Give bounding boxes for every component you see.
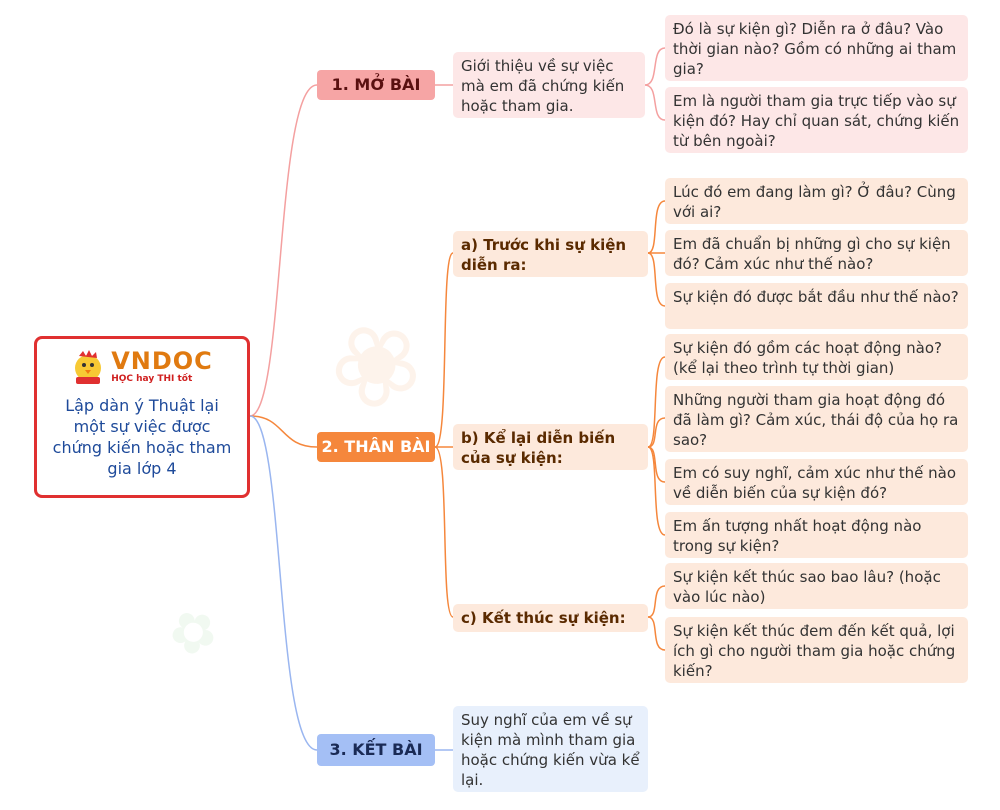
dien-bien-detail-4: Em ấn tượng nhất hoạt động nào trong sự …	[665, 512, 968, 558]
section-mo-bai: 1. MỞ BÀI	[317, 70, 435, 100]
mo-bai-detail-2: Em là người tham gia trực tiếp vào sự ki…	[665, 87, 968, 153]
vndoc-logo: VNDOC HỌC hay THI tốt	[37, 347, 247, 387]
ket-bai-intro: Suy nghĩ của em về sự kiện mà mình tham …	[453, 706, 648, 792]
root-node: VNDOC HỌC hay THI tốt Lập dàn ý Thuật lạ…	[34, 336, 250, 498]
chick-mascot-icon	[75, 350, 102, 384]
truoc-khi-detail-2: Em đã chuẩn bị những gì cho sự kiện đó? …	[665, 230, 968, 276]
root-title: Lập dàn ý Thuật lại một sự việc được chứ…	[52, 396, 232, 478]
ket-thuc-detail-2: Sự kiện kết thúc đem đến kết quả, lợi íc…	[665, 617, 968, 683]
mo-bai-intro: Giới thiệu về sự việc mà em đã chứng kiế…	[453, 52, 645, 118]
section-than-bai: 2. THÂN BÀI	[317, 432, 435, 462]
subsection-truoc-khi: a) Trước khi sự kiện diễn ra:	[453, 231, 648, 277]
dien-bien-detail-3: Em có suy nghĩ, cảm xúc như thế nào về d…	[665, 459, 968, 505]
dien-bien-detail-1: Sự kiện đó gồm các hoạt động nào? (kể lạ…	[665, 334, 968, 380]
brand-slogan: HỌC hay THI tốt	[111, 374, 193, 384]
dien-bien-detail-2: Những người tham gia hoạt động đó đã làm…	[665, 386, 968, 452]
truoc-khi-detail-1: Lúc đó em đang làm gì? Ở đâu? Cùng với a…	[665, 178, 968, 224]
brand-wordmark: VNDOC	[111, 347, 213, 375]
subsection-ket-thuc: c) Kết thúc sự kiện:	[453, 604, 648, 632]
ket-thuc-detail-1: Sự kiện kết thúc sao bao lâu? (hoặc vào …	[665, 563, 968, 609]
truoc-khi-detail-3: Sự kiện đó được bắt đầu như thế nào?	[665, 283, 968, 329]
subsection-dien-bien: b) Kể lại diễn biến của sự kiện:	[453, 424, 648, 470]
mo-bai-detail-1: Đó là sự kiện gì? Diễn ra ở đâu? Vào thờ…	[665, 15, 968, 81]
section-ket-bai: 3. KẾT BÀI	[317, 734, 435, 766]
